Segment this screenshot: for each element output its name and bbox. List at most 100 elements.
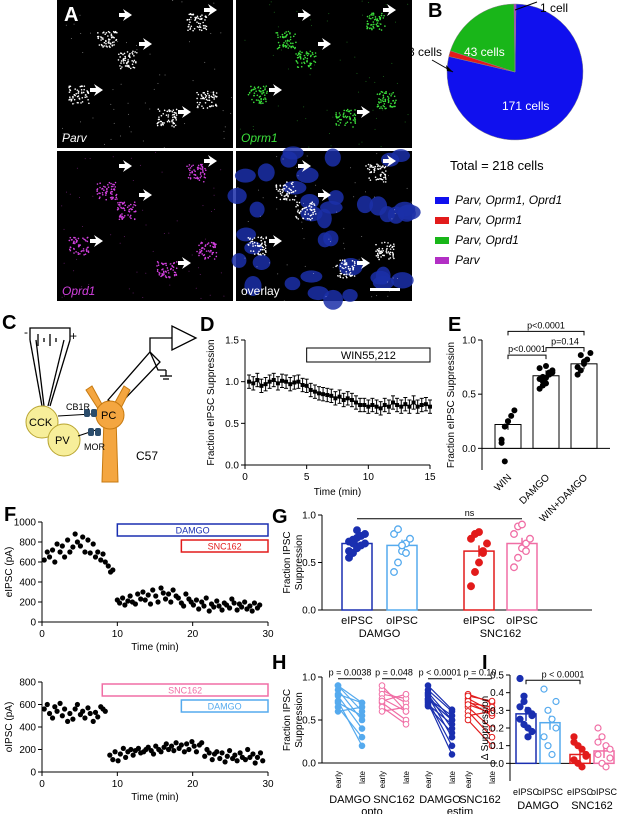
signal-dot <box>262 237 265 240</box>
signal-dot <box>259 215 261 217</box>
signal-dot <box>133 54 135 57</box>
signal-dot <box>344 266 347 269</box>
signal-dot <box>265 85 268 87</box>
data-point <box>488 725 496 732</box>
data-point <box>250 751 256 757</box>
signal-dot <box>191 254 193 256</box>
signal-dot <box>210 250 212 252</box>
signal-dot <box>302 202 304 204</box>
data-point <box>237 750 243 756</box>
group-label: SNC162 <box>480 628 522 640</box>
arrow-icon <box>119 160 132 172</box>
pair-line <box>427 698 453 717</box>
signal-dot <box>165 264 168 267</box>
signal-dot <box>393 102 396 105</box>
signal-dot <box>197 93 200 96</box>
signal-dot <box>160 120 163 123</box>
signal-dot <box>295 205 297 208</box>
data-point <box>153 743 159 749</box>
signal-dot <box>336 211 338 213</box>
signal-dot <box>169 268 172 271</box>
signal-dot <box>329 241 331 243</box>
data-point <box>229 596 235 602</box>
x-tick-label: eIPSC <box>463 615 495 627</box>
signal-dot <box>384 176 387 179</box>
signal-dot <box>158 116 160 118</box>
arrow-icon <box>357 106 370 118</box>
data-point <box>80 708 86 714</box>
signal-dot <box>379 175 382 177</box>
signal-dot <box>204 19 206 21</box>
pie-label-3cells: 3 cells <box>408 45 442 59</box>
signal-dot <box>284 184 287 186</box>
signal-dot <box>110 35 112 37</box>
signal-dot <box>279 198 282 201</box>
signal-dot <box>104 143 106 145</box>
signal-dot <box>379 107 381 110</box>
signal-dot <box>296 54 299 57</box>
signal-dot <box>202 21 204 24</box>
signal-dot <box>193 169 195 171</box>
pair-line <box>337 706 363 712</box>
signal-dot <box>205 28 208 31</box>
data-point <box>62 554 68 560</box>
micrograph-parv: Parv <box>57 0 233 149</box>
signal-dot <box>392 277 394 279</box>
signal-dot <box>213 98 215 100</box>
signal-dot <box>201 95 203 97</box>
circuit-schematic: - + PC CCK PV CB1R MOR C57 <box>24 324 198 483</box>
group-label: DAMGO <box>329 794 371 806</box>
signal-dot <box>377 256 379 259</box>
pie-slice <box>513 3 517 73</box>
data-point <box>488 742 496 750</box>
signal-dot <box>379 18 382 21</box>
signal-dot <box>311 217 313 220</box>
data-point <box>135 745 142 751</box>
signal-dot <box>200 171 202 174</box>
pie-total: Total = 218 cells <box>450 158 544 173</box>
signal-dot <box>285 198 288 201</box>
signal-dot <box>82 91 85 94</box>
data-point <box>80 534 86 540</box>
signal-dot <box>277 26 279 28</box>
signal-dot <box>198 103 200 106</box>
signal-dot <box>264 98 267 100</box>
signal-dot <box>278 188 281 191</box>
signal-dot <box>354 122 357 124</box>
signal-dot <box>201 14 203 16</box>
data-point <box>77 543 84 549</box>
signal-dot <box>198 26 200 29</box>
signal-dot <box>277 36 279 39</box>
signal-dot <box>204 258 206 260</box>
signal-dot <box>188 41 190 43</box>
signal-dot <box>279 190 282 193</box>
signal-dot <box>69 96 71 99</box>
signal-dot <box>190 16 192 19</box>
signal-dot <box>204 61 206 63</box>
signal-dot <box>206 90 209 93</box>
signal-dot <box>175 261 178 263</box>
signal-dot <box>252 88 254 91</box>
signal-dot <box>126 61 129 63</box>
signal-dot <box>383 173 386 176</box>
signal-dot <box>349 269 351 272</box>
signal-dot <box>204 169 207 172</box>
data-point <box>41 557 47 563</box>
data-point <box>574 371 581 378</box>
signal-dot <box>349 112 352 115</box>
signal-dot <box>339 118 341 121</box>
data-point <box>122 602 128 608</box>
signal-dot <box>286 190 289 193</box>
signal-dot <box>188 174 191 176</box>
signal-dot <box>193 173 195 176</box>
arrow-icon <box>298 9 311 21</box>
signal-dot <box>277 273 279 275</box>
signal-dot <box>209 245 212 247</box>
signal-dot <box>310 214 313 216</box>
data-point <box>514 553 522 562</box>
signal-dot <box>339 276 342 279</box>
signal-dot <box>302 228 304 230</box>
y-tick-label: 0 <box>30 768 36 779</box>
signal-dot <box>80 102 82 104</box>
signal-dot <box>81 250 83 252</box>
